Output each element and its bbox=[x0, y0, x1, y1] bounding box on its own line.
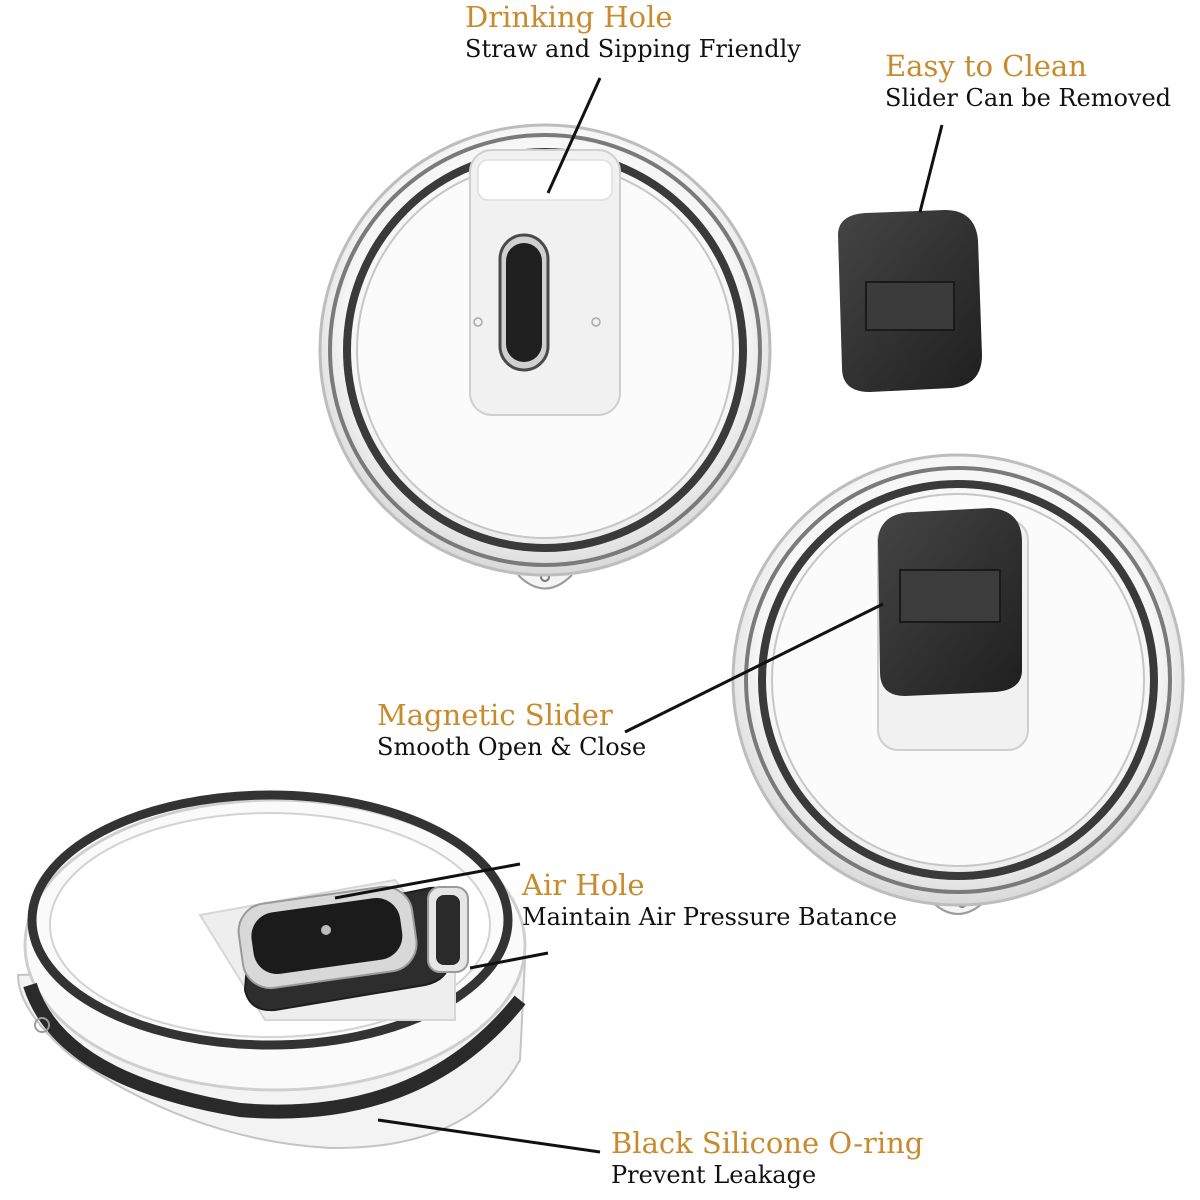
leader-o-ring bbox=[377, 1118, 601, 1154]
slider-removed bbox=[838, 210, 982, 392]
callout-subtitle: Prevent Leakage bbox=[611, 1161, 817, 1189]
callout-title: Drinking Hole bbox=[465, 0, 673, 34]
lid-angled bbox=[16, 790, 527, 1150]
callout-drinking-hole: Drinking Hole Straw and Sipping Friendly bbox=[465, 0, 801, 64]
callout-magnetic-slider: Magnetic Slider Smooth Open & Close bbox=[377, 698, 646, 762]
callout-title: Black Silicone O-ring bbox=[611, 1126, 924, 1160]
lid-top-closed bbox=[731, 453, 1185, 915]
callout-o-ring: Black Silicone O-ring Prevent Leakage bbox=[611, 1126, 923, 1190]
callout-easy-to-clean: Easy to Clean Slider Can be Removed bbox=[885, 49, 1171, 113]
callout-subtitle: Slider Can be Removed bbox=[885, 84, 1172, 112]
leader-easy-to-clean bbox=[918, 124, 944, 213]
callout-title: Air Hole bbox=[522, 868, 645, 902]
callout-subtitle: Straw and Sipping Friendly bbox=[465, 35, 801, 63]
leader-air-hole-top bbox=[334, 862, 521, 900]
leader-drinking-hole bbox=[546, 77, 602, 194]
lid-top-open bbox=[318, 123, 772, 590]
callout-title: Magnetic Slider bbox=[377, 698, 613, 732]
leader-lines bbox=[334, 77, 944, 1154]
callout-subtitle: Maintain Air Pressure Batance bbox=[522, 903, 898, 931]
callout-title: Easy to Clean bbox=[885, 49, 1087, 83]
leader-magnetic-slider bbox=[624, 602, 884, 734]
leader-air-hole-bottom bbox=[469, 951, 549, 970]
callout-subtitle: Smooth Open & Close bbox=[377, 733, 647, 761]
callout-air-hole: Air Hole Maintain Air Pressure Batance bbox=[522, 868, 897, 932]
